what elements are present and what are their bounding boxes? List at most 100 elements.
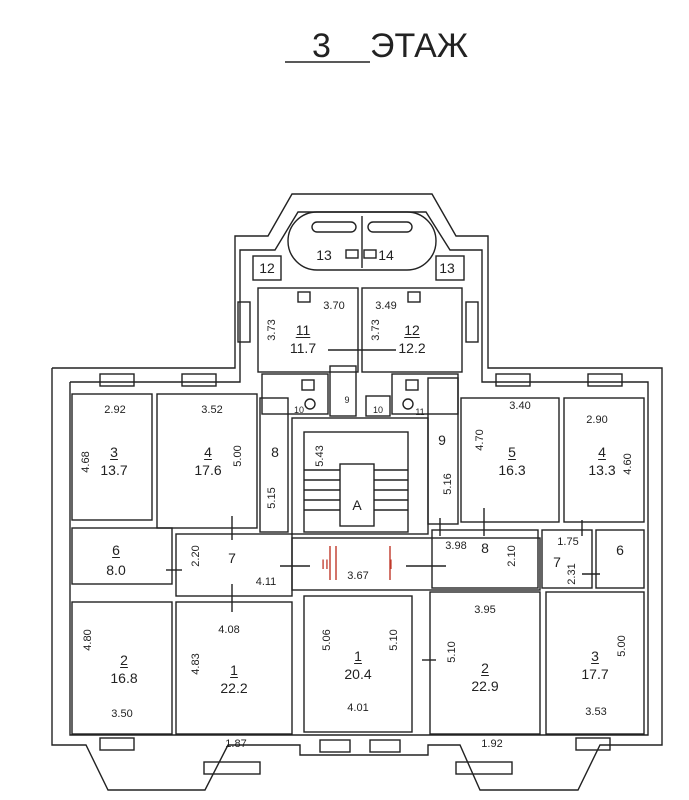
room-13-small — [435, 255, 465, 281]
room-3-right — [545, 591, 645, 735]
room-number: 4 — [598, 444, 606, 460]
room-area: 22.9 — [471, 678, 499, 694]
room-number: 4 — [204, 444, 212, 460]
dimension: 5.43 — [314, 445, 326, 467]
room-number: 1 — [354, 648, 362, 664]
dimension: 4.83 — [190, 653, 202, 675]
dimension: 5.15 — [266, 487, 278, 509]
room-number: 8 — [481, 540, 489, 556]
dimension: 2.92 — [104, 404, 126, 416]
room-1-left — [175, 601, 293, 735]
room-number: 1 — [230, 662, 238, 678]
room-number: 6 — [616, 542, 624, 558]
room-8-left — [259, 397, 289, 533]
room-area: 11.7 — [289, 340, 317, 356]
section-label-ii: II — [321, 556, 329, 572]
room-number: 11 — [295, 322, 311, 338]
dimension: 3.67 — [347, 570, 369, 582]
room-area: 17.7 — [581, 666, 609, 682]
room-3-left — [71, 393, 153, 521]
room-5-right — [460, 397, 560, 523]
dimension: 3.73 — [266, 319, 278, 341]
room-number: 7 — [228, 550, 236, 566]
dimension: 3.52 — [201, 404, 223, 416]
dimension: 5.10 — [446, 641, 458, 663]
dimension: 2.10 — [506, 545, 518, 567]
room-area: 13.7 — [100, 462, 128, 478]
dimension: 3.95 — [474, 604, 496, 616]
dimension: 4.08 — [218, 624, 240, 636]
dimension: 3.53 — [585, 706, 607, 718]
room-6-right — [595, 529, 645, 589]
room-number: 6 — [112, 542, 120, 558]
room-number: 5 — [508, 444, 516, 460]
room-9-right — [427, 377, 459, 525]
stair-label: А — [352, 497, 362, 513]
room-area: 12.2 — [398, 340, 426, 356]
room-8-right — [431, 529, 539, 589]
floor-number: 3 — [312, 27, 331, 65]
tower-rounded-room — [287, 211, 437, 271]
floor-word: ЭТАЖ — [370, 27, 469, 65]
room-area: 8.0 — [106, 562, 126, 578]
dimension: 4.01 — [347, 702, 369, 714]
room-11 — [257, 287, 359, 373]
dimension: 4.80 — [82, 629, 94, 651]
room-4-right — [563, 397, 645, 523]
room-label: 10 — [372, 405, 384, 415]
room-number: 3 — [591, 648, 599, 664]
dimension: 3.98 — [445, 540, 467, 552]
room-area: 13.3 — [588, 462, 616, 478]
corridor — [291, 537, 541, 591]
room-label: 10 — [293, 405, 305, 415]
dimension: 5.10 — [388, 629, 400, 651]
dimension: 5.00 — [616, 635, 628, 657]
room-area: 16.8 — [110, 670, 138, 686]
room-number: 2 — [481, 660, 489, 676]
room-number: 8 — [271, 444, 279, 460]
dimension: 2.31 — [566, 563, 578, 585]
room-2-left — [71, 601, 173, 735]
room-label: 9 — [344, 395, 350, 405]
room-label: 13 — [316, 247, 332, 263]
room-area: 22.2 — [220, 680, 248, 696]
dimension: 1.92 — [481, 738, 503, 750]
room-1-center — [303, 595, 413, 733]
room-label: 11 — [415, 407, 425, 417]
room-number: 9 — [438, 432, 446, 448]
dimension: 3.40 — [509, 400, 531, 412]
dimension: 4.60 — [622, 453, 634, 475]
room-number: 2 — [120, 652, 128, 668]
dimension: 3.70 — [323, 300, 345, 312]
section-label-i: I — [389, 556, 393, 572]
dimension: 1.87 — [225, 738, 247, 750]
room-12-small — [252, 255, 282, 281]
room-area: 16.3 — [498, 462, 526, 478]
dimension: 5.06 — [321, 629, 333, 651]
dimension: 4.68 — [80, 451, 92, 473]
room-label: 14 — [378, 247, 394, 263]
dimension: 5.16 — [442, 473, 454, 495]
room-area: 17.6 — [194, 462, 222, 478]
room-label: 12 — [259, 260, 275, 276]
room-area: 20.4 — [344, 666, 372, 682]
room-number: 12 — [404, 322, 420, 338]
room-number: 7 — [553, 554, 561, 570]
dimension: 4.70 — [474, 429, 486, 451]
dimension: 2.90 — [586, 414, 608, 426]
room-7-right — [541, 529, 593, 589]
dimension: 1.75 — [557, 536, 579, 548]
dimension: 2.20 — [190, 545, 202, 567]
dimension: 3.49 — [375, 300, 397, 312]
room-6-left — [71, 527, 173, 585]
room-label: 13 — [439, 260, 455, 276]
room-12 — [361, 287, 463, 373]
dimension: 3.50 — [111, 708, 133, 720]
dimension: 3.73 — [370, 319, 382, 341]
outer-wall — [51, 193, 663, 791]
room-2-right — [429, 591, 541, 735]
room-4-left — [156, 393, 258, 529]
dimension: 5.00 — [232, 445, 244, 467]
room-number: 3 — [110, 444, 118, 460]
